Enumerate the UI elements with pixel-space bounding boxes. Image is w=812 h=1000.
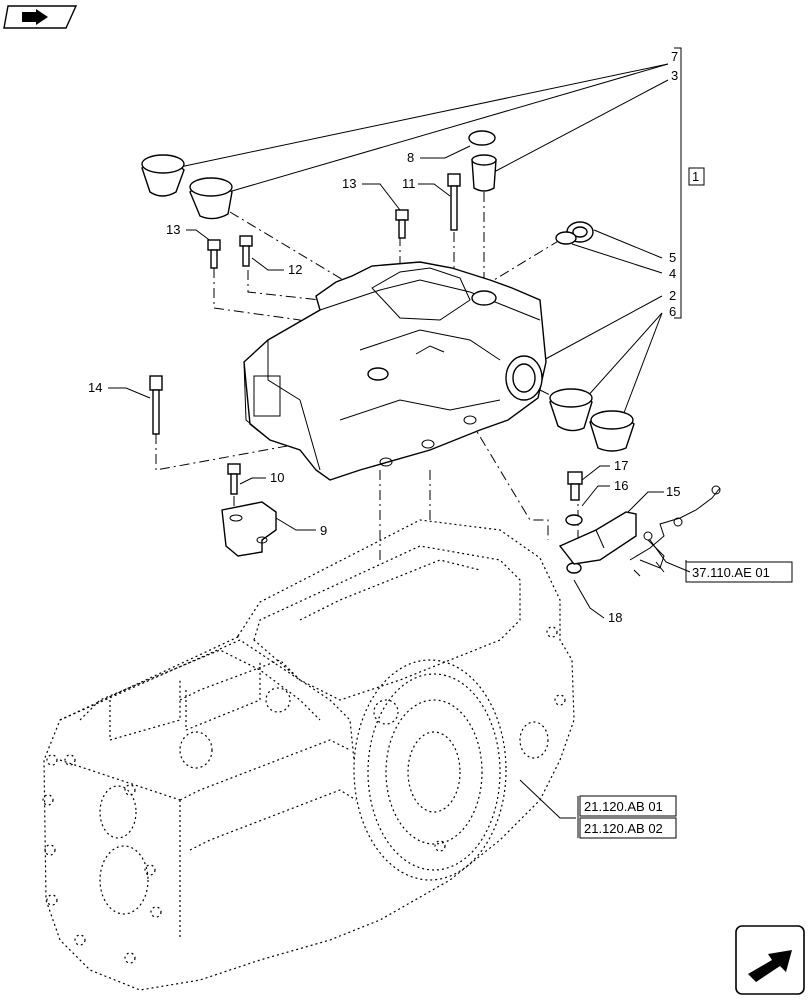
ref-21b-label: 21.120.AB 02 [584, 821, 663, 836]
ref-37-110-ae-01[interactable]: 37.110.AE 01 [685, 560, 793, 583]
bracket-9 [221, 501, 277, 557]
ref-21a-label: 21.120.AB 01 [584, 799, 663, 814]
group-bracket [674, 47, 705, 319]
sleeve-3 [471, 154, 497, 192]
callout-4: 4 [669, 266, 676, 281]
o-ring-8 [468, 130, 496, 146]
ref-21-120-ab-02[interactable]: 21.120.AB 02 [579, 817, 677, 839]
bolt-14 [149, 375, 163, 435]
ref-21-120-ab-01[interactable]: 21.120.AB 01 [579, 795, 677, 817]
callout-9: 9 [320, 523, 327, 538]
callout-11: 11 [402, 176, 416, 191]
bracket-15 [558, 511, 637, 565]
washer-16 [565, 514, 583, 526]
callout-13-a: 13 [342, 176, 356, 191]
bolt-11 [447, 173, 461, 231]
callout-16: 16 [614, 478, 628, 493]
callout-8: 8 [407, 150, 414, 165]
callout-3: 3 [671, 68, 678, 83]
callout-5: 5 [669, 250, 676, 265]
bushing-6-a [549, 388, 593, 432]
transmission-case [42, 519, 575, 991]
next-page-arrow-icon[interactable] [735, 925, 805, 995]
callout-15: 15 [666, 484, 680, 499]
bushing-7-b [189, 177, 233, 220]
ref-37-label: 37.110.AE 01 [692, 565, 770, 580]
bushing-7-a [141, 154, 185, 197]
bolt-13-a [395, 209, 409, 239]
callout-2: 2 [669, 288, 676, 303]
bushing-6-b [589, 410, 635, 452]
bolt-13-b [207, 239, 221, 269]
callout-10: 10 [270, 470, 284, 485]
callout-13-b: 13 [166, 222, 180, 237]
bolt-10 [227, 463, 241, 495]
lift-housing-2 [243, 261, 547, 481]
callout-12: 12 [288, 262, 302, 277]
callout-7: 7 [671, 49, 678, 64]
screw-17 [567, 471, 583, 501]
callout-18: 18 [608, 610, 622, 625]
book-arrow-icon[interactable] [3, 5, 78, 29]
linkage-assembly [629, 485, 721, 577]
callout-17: 17 [614, 458, 628, 473]
callout-6: 6 [669, 304, 676, 319]
o-ring-4 [555, 231, 577, 245]
group-ref-label: 1 [692, 169, 699, 184]
callout-14: 14 [88, 380, 102, 395]
bolt-12 [239, 235, 253, 267]
